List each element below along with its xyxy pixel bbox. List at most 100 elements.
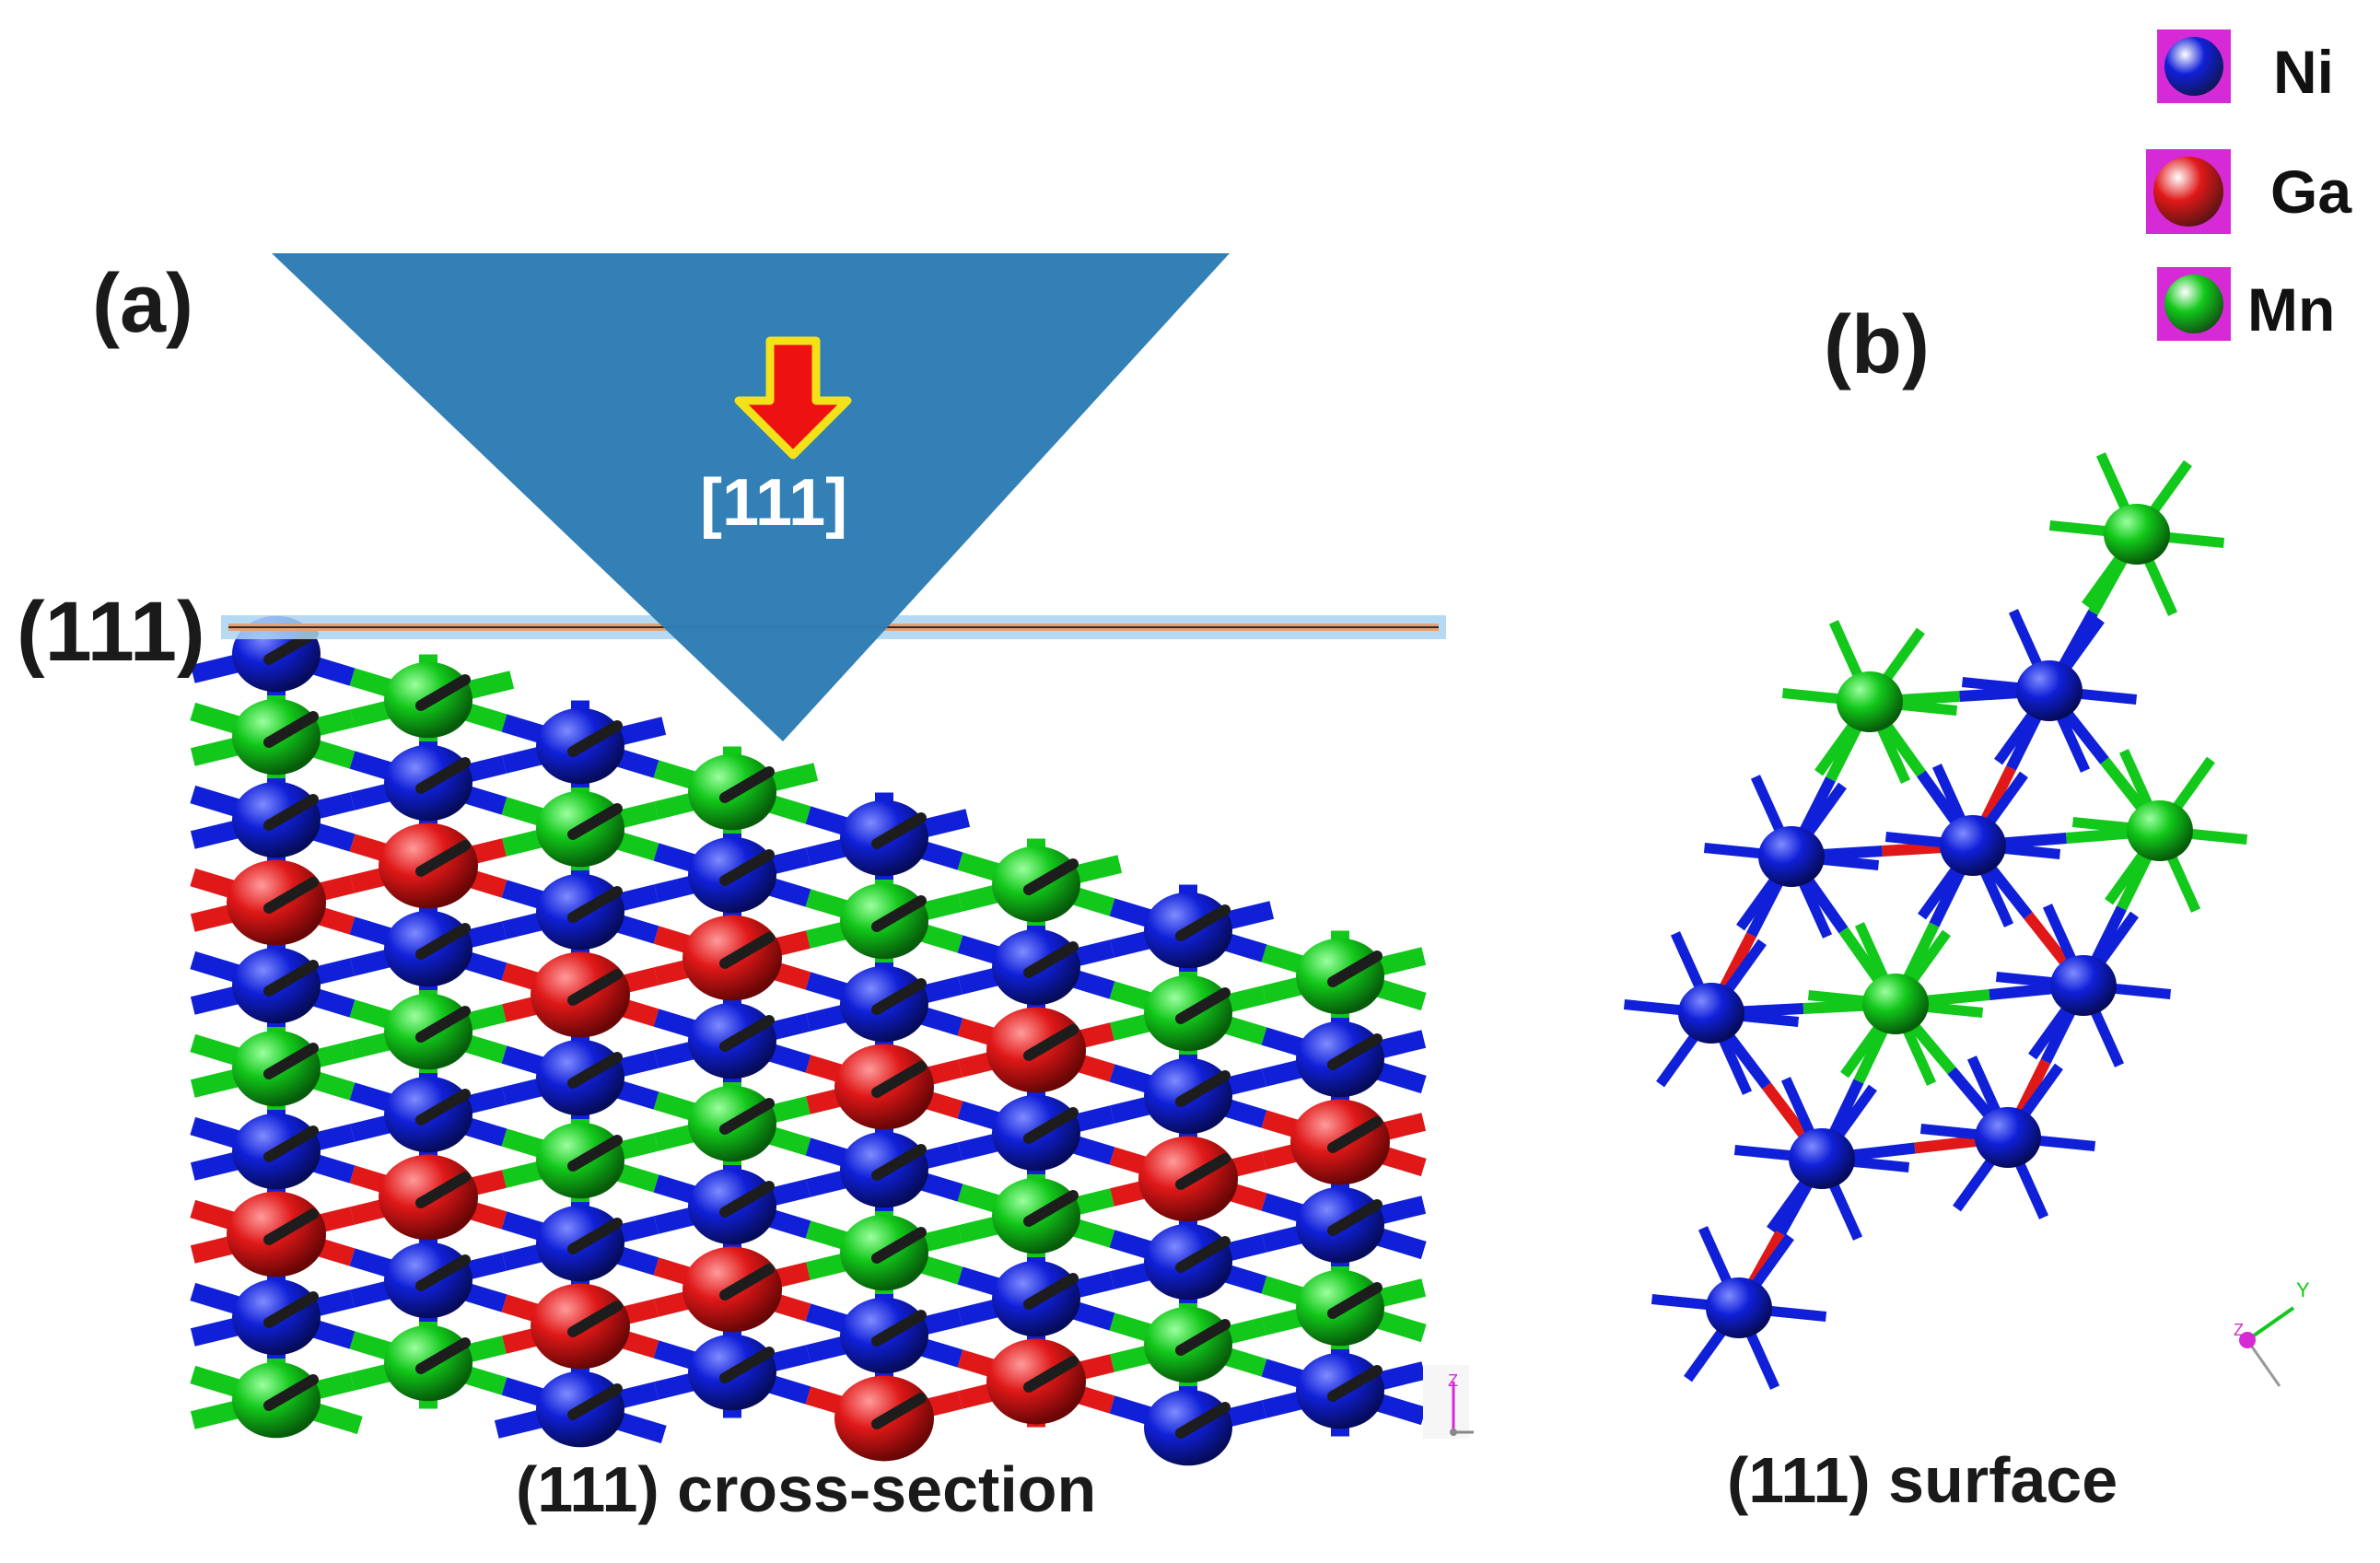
atom-shading	[1023, 858, 1079, 895]
legend-label-ga: Ga	[2270, 157, 2352, 226]
ni-atom	[1706, 1277, 1772, 1338]
atom-shading	[719, 932, 775, 969]
atom-shading	[1023, 941, 1079, 978]
atom-shading	[415, 923, 471, 960]
atom-shading	[1023, 1273, 1079, 1310]
atom-shading	[415, 1006, 471, 1043]
atom-shading	[871, 978, 927, 1015]
atom-shading	[415, 1337, 471, 1374]
atom-shading	[567, 1383, 623, 1420]
atom-shading	[871, 1144, 927, 1181]
atom-shading	[567, 969, 623, 1006]
legend-swatch-mn	[2157, 267, 2231, 341]
atom-shading	[263, 1126, 319, 1162]
atom-shading	[1327, 951, 1382, 987]
ni-atom	[1758, 826, 1825, 887]
atom-shading	[263, 1043, 319, 1079]
atom-shading	[1327, 1282, 1382, 1319]
atom-shading	[567, 803, 623, 840]
ni-atom	[1678, 983, 1744, 1044]
ni-atom	[2050, 955, 2117, 1016]
atom-shading	[1023, 1190, 1079, 1227]
atom-shading	[1175, 1236, 1231, 1273]
legend-label-ni: Ni	[2273, 38, 2334, 106]
atom-shading	[1023, 1024, 1079, 1061]
mn-atom	[1862, 974, 1929, 1034]
cross-section-atoms	[227, 615, 1390, 1466]
axis-triad-icon-a: Z	[1423, 1365, 1474, 1439]
axis-y-label: Y	[2296, 1278, 2310, 1301]
atom-shading	[567, 1301, 623, 1337]
atom-shading	[415, 1254, 471, 1291]
atom-shading	[1023, 1356, 1079, 1393]
atom-shading	[1327, 1033, 1382, 1070]
atom-shading	[567, 720, 623, 757]
surface-bonds	[1623, 452, 2248, 1390]
atom-shading	[567, 1135, 623, 1172]
atom-shading	[415, 840, 471, 877]
atom-shading	[263, 877, 319, 914]
atom-shading	[263, 794, 319, 831]
atom-shading	[1175, 904, 1231, 941]
atom-shading	[1327, 1199, 1382, 1236]
panel-a-caption: (111) cross-section	[516, 1453, 1097, 1525]
atom-shading	[263, 1208, 319, 1245]
axis-z-label-b: Z	[2234, 1321, 2244, 1339]
atom-shading	[719, 849, 775, 886]
atom-shading	[1327, 1365, 1382, 1402]
indenter-triangle	[272, 253, 1230, 741]
atom-shading	[719, 766, 775, 803]
legend-label-mn: Mn	[2247, 275, 2336, 344]
atom-shading	[719, 1347, 775, 1383]
atom-shading	[415, 757, 471, 794]
atom-shading	[871, 895, 927, 932]
atom-shading	[415, 674, 471, 711]
legend-swatch-ni	[2157, 29, 2231, 103]
atom-shading	[567, 1218, 623, 1254]
indentation-arrow	[734, 336, 852, 460]
atom-shading	[1175, 1402, 1231, 1439]
atom-shading	[1175, 987, 1231, 1024]
atom-shading	[871, 1061, 927, 1098]
atom-shading	[719, 1264, 775, 1301]
atom-shading	[719, 1098, 775, 1135]
atom-shading	[263, 711, 319, 748]
axis-triad-icon-b: Y Z	[2234, 1278, 2310, 1387]
atom-shading	[263, 1291, 319, 1328]
panel-a-label: (a)	[92, 258, 193, 350]
atom-shading	[1175, 1070, 1231, 1107]
surface-atoms	[1678, 504, 2193, 1338]
atom-shading	[1175, 1153, 1231, 1190]
panel-b-label: (b)	[1824, 299, 1930, 391]
atom-shading	[871, 812, 927, 849]
ni-atom	[2016, 660, 2082, 721]
mn-atom	[1837, 671, 1903, 732]
cross-section-bonds	[190, 645, 1427, 1444]
direction-label: [111]	[700, 466, 848, 540]
mn-atom	[2104, 504, 2170, 565]
atom-shading	[415, 1089, 471, 1126]
atom-shading	[871, 1227, 927, 1264]
ni-atom	[1940, 815, 2006, 876]
axis-z-label: Z	[1448, 1371, 1458, 1390]
panel-b-caption: (111) surface	[1727, 1444, 2118, 1516]
atom-shading	[567, 886, 623, 923]
atom-shading	[263, 960, 319, 997]
atom-shading	[415, 1172, 471, 1208]
atom-shading	[1023, 1107, 1079, 1144]
ni-atom	[1789, 1128, 1855, 1189]
atom-shading	[871, 1310, 927, 1347]
atom-shading	[263, 1374, 319, 1411]
ni-atom	[1975, 1107, 2041, 1168]
legend-swatch-ga	[2146, 149, 2231, 234]
plane-label: (111)	[17, 585, 205, 679]
atom-shading	[567, 1052, 623, 1089]
mn-atom	[2127, 800, 2193, 861]
atom-shading	[871, 1393, 927, 1429]
atom-shading	[1327, 1116, 1382, 1153]
atom-shading	[1175, 1319, 1231, 1356]
atom-shading	[719, 1181, 775, 1218]
atom-shading	[719, 1015, 775, 1052]
